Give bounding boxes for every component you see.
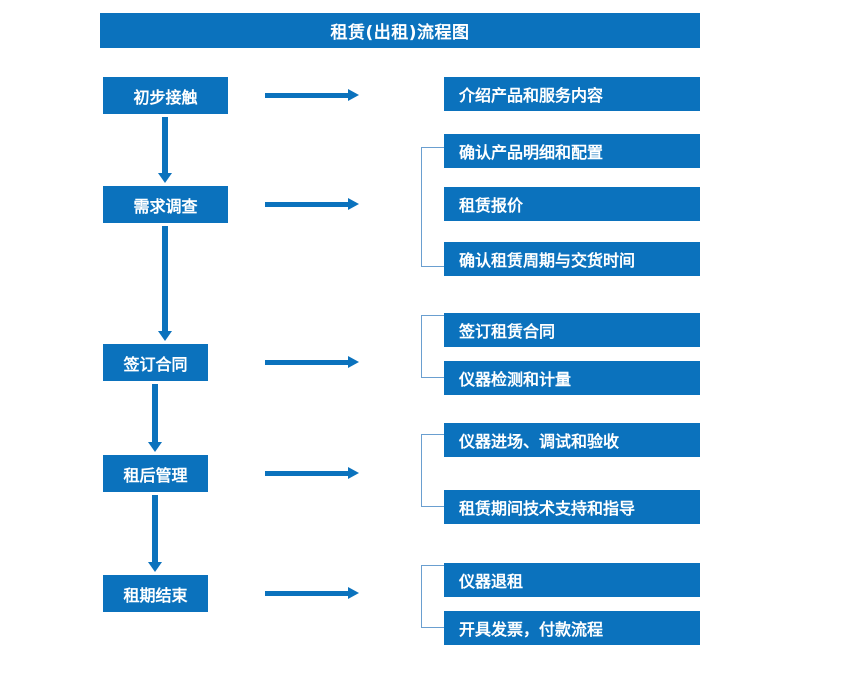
flow-arrow-chubu-to-xuqiu bbox=[158, 117, 172, 183]
link-arrow-xuqiu-to-tasks bbox=[265, 198, 359, 210]
group-bracket-qianding-hetong bbox=[421, 315, 444, 378]
task-box-zulin-baojia[interactable]: 租赁报价 bbox=[444, 187, 700, 221]
flow-arrow-qianding-to-zuhou bbox=[148, 384, 162, 452]
link-arrow-zuhou-to-tasks bbox=[265, 467, 359, 479]
diagram-title: 租赁(出租)流程图 bbox=[100, 13, 700, 48]
task-box-qianding-zulin-hetong[interactable]: 签订租赁合同 bbox=[444, 313, 700, 347]
stage-box-zuqi-jieshu[interactable]: 租期结束 bbox=[103, 575, 208, 612]
task-box-yiqi-jiance-jiliang[interactable]: 仪器检测和计量 bbox=[444, 361, 700, 395]
group-bracket-zuqi-jieshu bbox=[421, 565, 444, 628]
link-arrow-chubu-to-tasks bbox=[265, 89, 359, 101]
task-box-jieshao-chanpin[interactable]: 介绍产品和服务内容 bbox=[444, 77, 700, 111]
flow-arrow-zuhou-to-zuqi bbox=[148, 495, 162, 572]
task-box-zulin-qijian-jishu-zhichi[interactable]: 租赁期间技术支持和指导 bbox=[444, 490, 700, 524]
task-box-kaiju-fapiao[interactable]: 开具发票，付款流程 bbox=[444, 611, 700, 645]
stage-box-zuhou-guanli[interactable]: 租后管理 bbox=[103, 455, 208, 492]
stage-box-xuqiu-diaocha[interactable]: 需求调查 bbox=[103, 186, 228, 223]
stage-box-qianding-hetong[interactable]: 签订合同 bbox=[103, 344, 208, 381]
link-arrow-qianding-to-tasks bbox=[265, 356, 359, 368]
task-box-yiqi-jinchang-tiaoshi[interactable]: 仪器进场、调试和验收 bbox=[444, 423, 700, 457]
link-arrow-zuqi-to-tasks bbox=[265, 587, 359, 599]
task-box-queren-chanpin-mingxi[interactable]: 确认产品明细和配置 bbox=[444, 134, 700, 168]
stage-box-chubu-jiechu[interactable]: 初步接触 bbox=[103, 77, 228, 114]
group-bracket-zuhou-guanli bbox=[421, 434, 444, 507]
task-box-yiqi-tuizu[interactable]: 仪器退租 bbox=[444, 563, 700, 597]
group-bracket-xuqiu-diaocha bbox=[421, 147, 444, 267]
task-box-queren-zulin-zhouqi[interactable]: 确认租赁周期与交货时间 bbox=[444, 242, 700, 276]
flow-arrow-xuqiu-to-qianding bbox=[158, 226, 172, 341]
